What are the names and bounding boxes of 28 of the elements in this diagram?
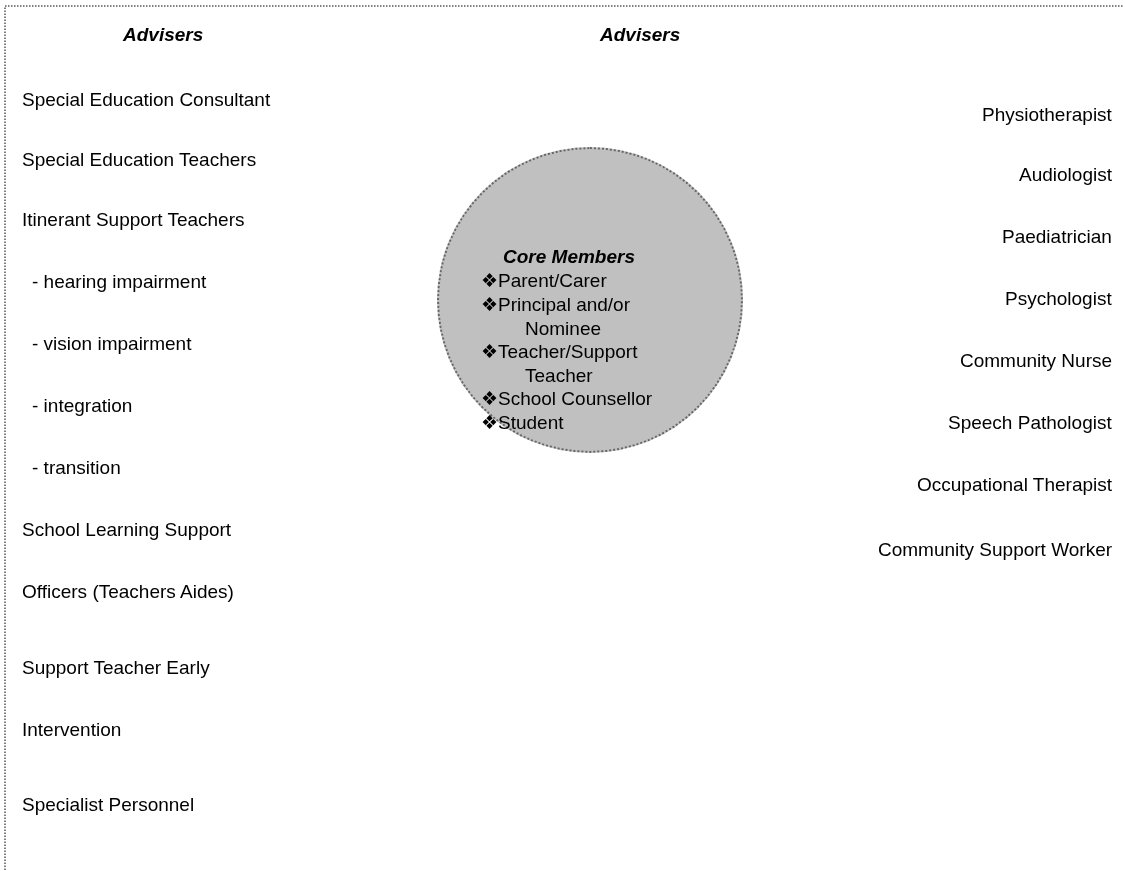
role-label: Speech Pathologist [948, 411, 1112, 435]
role-label: - hearing impairment [32, 270, 207, 294]
member-item: ❖Teacher/Support Teacher [481, 340, 639, 387]
role-label: - integration [32, 394, 133, 418]
column-heading: Advisers [123, 23, 204, 47]
circle-heading: Core Members [503, 245, 635, 269]
role-label: Community Support Worker [878, 538, 1113, 562]
role-label: Support Teacher Early [22, 656, 210, 680]
role-label: Special Education Teachers [22, 148, 257, 172]
member-item: ❖School Counsellor [481, 387, 654, 411]
role-label: Audiologist [1019, 163, 1112, 187]
role-label: School Learning Support [22, 518, 232, 542]
role-label: Occupational Therapist [917, 473, 1113, 497]
member-item: ❖Parent/Carer [481, 269, 608, 293]
role-label: - vision impairment [32, 332, 192, 356]
role-label: Special Education Consultant [22, 88, 271, 112]
role-label: Physiotherapist [982, 103, 1112, 127]
role-label: Specialist Personnel [22, 793, 195, 817]
role-label: - transition [32, 456, 121, 480]
role-label: Itinerant Support Teachers [22, 208, 245, 232]
role-label: Community Nurse [960, 349, 1113, 373]
role-label: Psychologist [1005, 287, 1112, 311]
role-label: Officers (Teachers Aides) [22, 580, 234, 604]
member-item: ❖Principal and/or Nominee [481, 293, 632, 340]
column-heading: Advisers [600, 23, 681, 47]
member-item: ❖Student [481, 411, 565, 435]
role-label: Intervention [22, 718, 122, 742]
role-label: Paediatrician [1002, 225, 1112, 249]
